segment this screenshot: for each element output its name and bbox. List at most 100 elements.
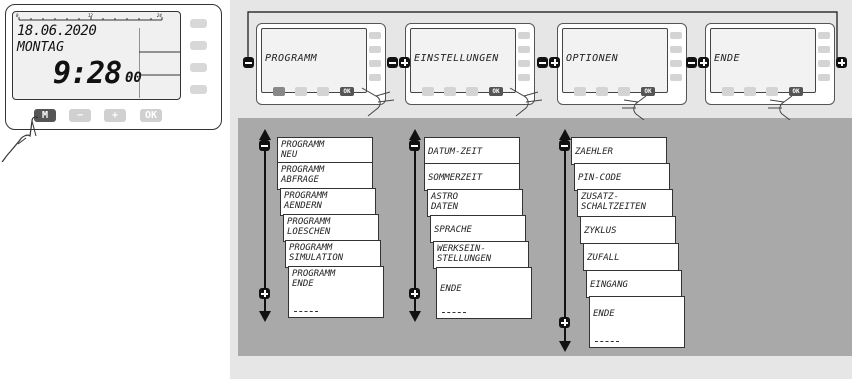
display-channel-grid [139, 28, 180, 98]
side-button [818, 46, 830, 53]
side-button [670, 60, 682, 67]
side-button [518, 74, 530, 81]
side-button [518, 60, 530, 67]
ok-button: OK [641, 87, 655, 96]
ruler-tick-0: 0 [16, 13, 19, 18]
menu-card[interactable]: SOMMERZEIT [424, 163, 520, 191]
menu-card[interactable]: WERKSEIN- STELLUNGEN [433, 241, 529, 269]
m-button[interactable]: M [34, 109, 56, 122]
plus-button [317, 87, 329, 96]
display-seconds: 00 [125, 70, 142, 86]
minus-button [744, 87, 756, 96]
side-button [818, 74, 830, 81]
channel-button-4[interactable] [190, 85, 207, 94]
minus-button[interactable]: − [69, 109, 91, 122]
menu-card-label: PIN-CODE [578, 173, 622, 183]
menu-card[interactable]: ENDE [436, 267, 532, 319]
ok-button: OK [789, 87, 803, 96]
cursor-line [294, 311, 318, 312]
menu-card[interactable]: ENDE [589, 296, 685, 348]
menu-card-label: PROGRAMM LOESCHEN [287, 217, 331, 237]
plus-button [766, 87, 778, 96]
screen-label: ENDE [714, 53, 741, 64]
scroll-arrow [559, 129, 571, 352]
screen-display: PROGRAMM [261, 28, 367, 93]
side-button [518, 32, 530, 39]
side-button [670, 74, 682, 81]
menu-card-label: ZYKLUS [584, 226, 617, 236]
plus-icon [836, 57, 847, 68]
menu-card[interactable]: SPRACHE [430, 215, 526, 243]
screen-label: OPTIONEN [566, 53, 619, 64]
menu-card[interactable]: PROGRAMM ABFRAGE [277, 162, 373, 190]
menu-card-label: ZAEHLER [575, 147, 613, 157]
plus-button [466, 87, 478, 96]
menu-card[interactable]: ZUSATZ- SCHALTZEITEN [577, 189, 673, 217]
plus-icon [259, 288, 270, 299]
channel-button-2[interactable] [190, 41, 207, 50]
menu-card-label: SPRACHE [434, 225, 472, 235]
timer-device: 0 12 24 18.06.2020 MONTAG 9:28 00 M − + … [5, 4, 222, 130]
plus-icon [559, 317, 570, 328]
menu-card[interactable]: PROGRAMM AENDERN [280, 188, 376, 216]
menu-card[interactable]: PIN-CODE [574, 163, 670, 191]
side-button [369, 32, 381, 39]
menu-card[interactable]: PROGRAMM NEU [277, 137, 373, 165]
cursor-line [595, 341, 619, 342]
m-button [722, 87, 734, 96]
menu-card[interactable]: ASTRO DATEN [427, 189, 523, 217]
channel-button-3[interactable] [190, 63, 207, 72]
channel-button-1[interactable] [190, 19, 207, 28]
screen-label: EINSTELLUNGEN [414, 53, 499, 64]
plus-icon [399, 57, 410, 68]
menu-card-label: ZUFALL [587, 253, 620, 263]
menu-card-label: PROGRAMM NEU [281, 140, 325, 160]
menu-card[interactable]: ZUFALL [583, 243, 679, 271]
screen-display: EINSTELLUNGEN [410, 28, 516, 93]
menu-card[interactable]: EINGANG [586, 270, 682, 298]
minus-icon [686, 57, 697, 68]
ok-button: OK [340, 87, 354, 96]
minus-icon [259, 140, 270, 151]
minus-button [596, 87, 608, 96]
menu-card[interactable]: PROGRAMM LOESCHEN [283, 214, 379, 242]
side-button [369, 46, 381, 53]
side-button [670, 32, 682, 39]
menu-card-label: PROGRAMM ENDE [292, 269, 336, 289]
hand-pointer-icon [1, 116, 39, 162]
plus-icon [549, 57, 560, 68]
device-display: 0 12 24 18.06.2020 MONTAG 9:28 00 [12, 11, 181, 100]
side-button [818, 60, 830, 67]
hand-pointer-icon [768, 95, 793, 120]
side-button [818, 32, 830, 39]
menu-card[interactable]: ZAEHLER [571, 137, 667, 165]
menu-card-label: PROGRAMM ABFRAGE [281, 165, 325, 185]
menu-card[interactable]: PROGRAMM ENDE [288, 266, 384, 318]
hand-pointer-icon [361, 87, 395, 117]
display-weekday: MONTAG [17, 40, 64, 55]
menu-card-label: ENDE [593, 309, 615, 319]
menu-card[interactable]: PROGRAMM SIMULATION [285, 240, 381, 268]
menu-card[interactable]: DATUM-ZEIT [424, 137, 520, 165]
display-date: 18.06.2020 [17, 23, 97, 39]
m-button [273, 87, 285, 96]
minus-icon [409, 140, 420, 151]
menu-card[interactable]: ZYKLUS [580, 216, 676, 244]
plus-button[interactable]: + [104, 109, 126, 122]
menu-card-label: WERKSEIN- STELLUNGEN [437, 244, 492, 264]
menu-card-label: ZUSATZ- SCHALTZEITEN [581, 192, 647, 212]
ok-button[interactable]: OK [140, 109, 162, 122]
screen-display: ENDE [710, 28, 816, 93]
side-button [369, 74, 381, 81]
hand-pointer-icon [509, 87, 543, 117]
cursor-line [442, 312, 466, 313]
plus-icon [698, 57, 709, 68]
menu-card-label: SOMMERZEIT [428, 173, 483, 183]
screen-label: PROGRAMM [265, 53, 318, 64]
menu-card-label: PROGRAMM AENDERN [284, 191, 328, 211]
menu-card-label: DATUM-ZEIT [428, 147, 483, 157]
plus-button [618, 87, 630, 96]
minus-button [444, 87, 456, 96]
menu-card-label: EINGANG [590, 280, 628, 290]
m-button [422, 87, 434, 96]
